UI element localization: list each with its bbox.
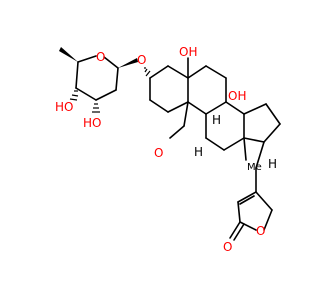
- glycosidic-wedge: [118, 58, 138, 68]
- bond: [77, 55, 97, 63]
- bond: [169, 125, 185, 139]
- bond: [237, 191, 257, 203]
- lactone-carbonyl-o-label: O: [223, 240, 232, 254]
- structure-diagram: O HO HO O OH OH O H H: [55, 45, 281, 254]
- methyl-c13-label: Me: [247, 162, 262, 173]
- h-c9-label: H: [194, 145, 203, 159]
- bond: [205, 65, 227, 79]
- molecule-drawing: O HO HO O OH OH O H H: [55, 45, 281, 254]
- bond: [187, 65, 207, 79]
- h-c8-label: H: [212, 113, 221, 127]
- bond: [225, 101, 245, 115]
- bond: [243, 137, 265, 143]
- bond: [187, 101, 207, 115]
- bond: [75, 87, 97, 101]
- bond: [243, 103, 267, 115]
- hash-bond-c3: [92, 103, 100, 113]
- sugar-ring-o-label: O: [96, 50, 105, 64]
- hash-bond-c3-steroid: [144, 67, 151, 77]
- bond: [95, 89, 117, 101]
- bond: [167, 101, 189, 113]
- bond: [103, 56, 119, 69]
- bond: [239, 195, 255, 205]
- ring-c: [205, 101, 245, 151]
- hash-bond-c4: [69, 90, 79, 101]
- methyl-wedge: [59, 47, 78, 62]
- ring-a: [144, 65, 189, 113]
- bond: [205, 137, 225, 151]
- bond: [233, 223, 245, 241]
- bond: [237, 201, 241, 223]
- bond: [183, 101, 189, 127]
- bond: [149, 65, 169, 79]
- bond: [167, 65, 189, 79]
- bond: [229, 221, 241, 239]
- bond: [205, 101, 227, 115]
- oh-c5-label: OH: [179, 45, 197, 59]
- bond: [265, 103, 281, 125]
- h-c17-label: H: [268, 157, 277, 171]
- oh-c14-label: OH: [228, 89, 246, 103]
- bond: [149, 99, 169, 113]
- sugar-ring: [59, 47, 138, 113]
- lactone-ring-o-label: O: [256, 224, 265, 238]
- bond: [263, 123, 281, 143]
- lactone-ring: [237, 191, 273, 231]
- ring-d: [243, 103, 281, 143]
- glycosidic-o-label: O: [137, 53, 146, 67]
- aldehyde-o-label: O: [154, 146, 163, 160]
- bond: [239, 221, 257, 231]
- ring-b: [187, 65, 227, 115]
- bond: [75, 61, 79, 89]
- bond: [223, 137, 245, 151]
- oh-sugar-4-label: HO: [55, 100, 73, 114]
- oh-sugar-3-label: HO: [83, 116, 101, 130]
- bond: [243, 137, 247, 161]
- bond: [115, 67, 119, 91]
- bond: [255, 141, 265, 169]
- bond: [255, 191, 273, 211]
- bond: [263, 209, 273, 231]
